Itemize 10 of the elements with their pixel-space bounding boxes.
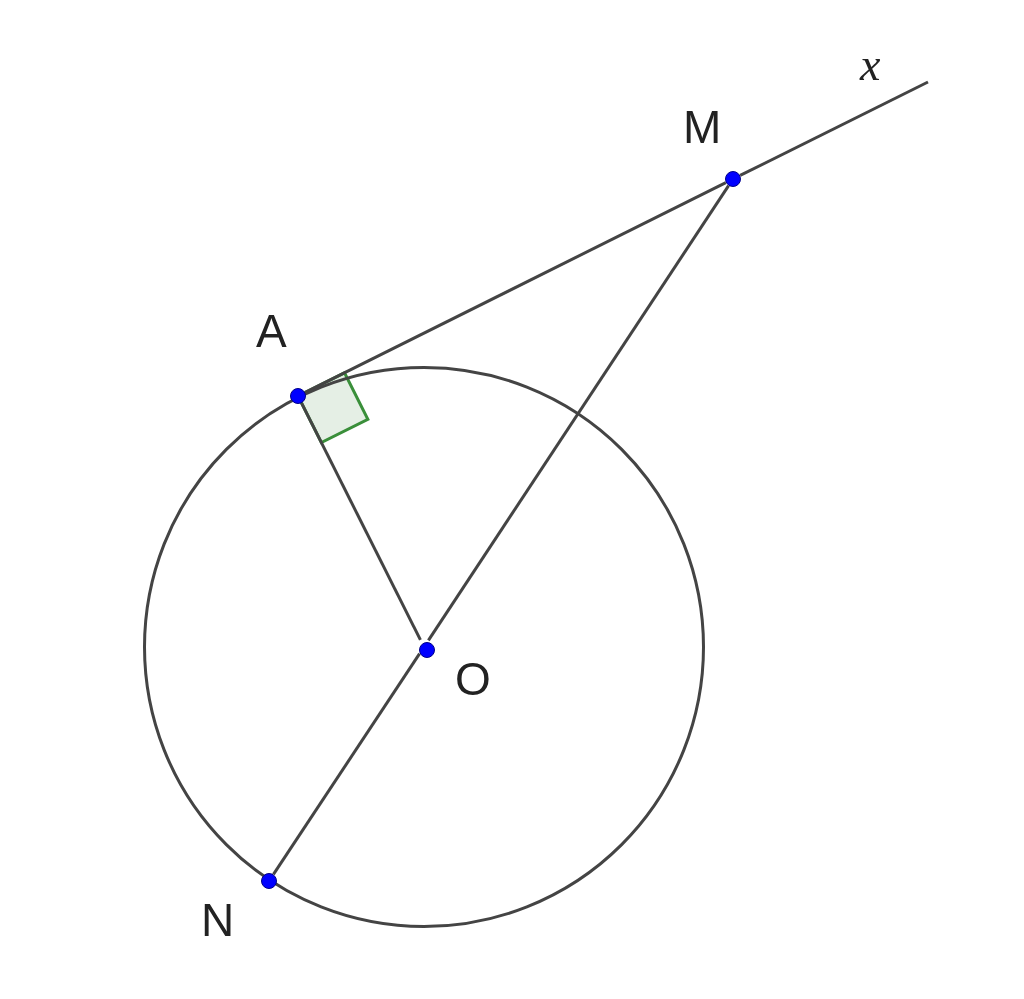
point-label: A — [256, 308, 287, 354]
line-segment — [739, 80, 929, 177]
ray-label: x — [860, 42, 881, 88]
point-label: M — [683, 104, 722, 150]
line-segment — [304, 181, 727, 394]
point-label: N — [201, 897, 235, 943]
point-label: O — [455, 656, 491, 702]
line-segment — [272, 652, 421, 876]
line-segment — [427, 184, 730, 642]
line-segment — [300, 402, 422, 641]
